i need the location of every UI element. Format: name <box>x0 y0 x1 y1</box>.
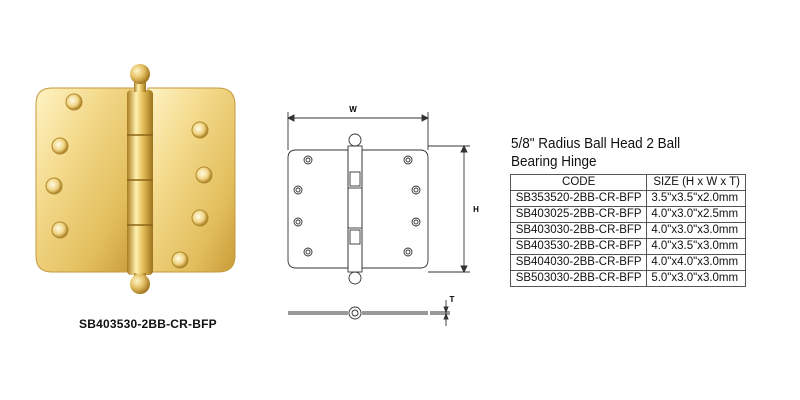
size-cell: 4.0"x3.0"x2.5mm <box>646 206 746 223</box>
code-cell: SB403530-2BB-CR-BFP <box>509 238 648 255</box>
technical-drawing: W H T <box>286 105 479 326</box>
right-leaf-outline <box>361 149 429 269</box>
table-row: SB403530-2BB-CR-BFP 4.0"x3.5"x3.0mm <box>509 238 746 255</box>
size-cell: 3.5"x3.5"x2.0mm <box>646 190 746 207</box>
table-header-row: CODE SIZE (H x W x T) <box>509 174 746 191</box>
size-column-header: SIZE (H x W x T) <box>646 174 746 191</box>
hinge-photo <box>35 64 236 294</box>
code-cell: SB404030-2BB-CR-BFP <box>509 254 648 271</box>
thickness-label: T <box>450 295 455 304</box>
width-label: W <box>349 105 357 114</box>
size-cell: 5.0"x3.0"x3.0mm <box>646 270 746 287</box>
code-column-header: CODE <box>509 174 648 191</box>
product-title: 5/8" Radius Ball Head 2 Ball Bearing Hin… <box>511 135 745 171</box>
code-cell: SB403025-2BB-CR-BFP <box>509 206 648 223</box>
product-title-line-1: 5/8" Radius Ball Head 2 Ball <box>511 135 681 152</box>
spec-table: CODE SIZE (H x W x T) SB353520-2BB-CR-BF… <box>509 174 746 287</box>
table-row: SB403025-2BB-CR-BFP 4.0"x3.0"x2.5mm <box>509 206 746 223</box>
table-row: SB404030-2BB-CR-BFP 4.0"x4.0"x3.0mm <box>509 254 746 271</box>
left-leaf-outline <box>287 149 349 269</box>
size-cell: 4.0"x4.0"x3.0mm <box>646 254 746 271</box>
barrel-outline <box>347 145 363 273</box>
height-label: H <box>473 205 479 214</box>
code-cell: SB353520-2BB-CR-BFP <box>509 190 648 207</box>
code-cell: SB403030-2BB-CR-BFP <box>509 222 648 239</box>
size-cell: 4.0"x3.5"x3.0mm <box>646 238 746 255</box>
table-row: SB403030-2BB-CR-BFP 4.0"x3.0"x3.0mm <box>509 222 746 239</box>
table-row: SB503030-2BB-CR-BFP 5.0"x3.0"x3.0mm <box>509 270 746 287</box>
product-title-line-2: Bearing Hinge <box>511 153 597 170</box>
product-caption: SB403530-2BB-CR-BFP <box>79 317 217 331</box>
size-cell: 4.0"x3.0"x3.0mm <box>646 222 746 239</box>
table-row: SB353520-2BB-CR-BFP 3.5"x3.5"x2.0mm <box>509 190 746 207</box>
code-cell: SB503030-2BB-CR-BFP <box>509 270 648 287</box>
